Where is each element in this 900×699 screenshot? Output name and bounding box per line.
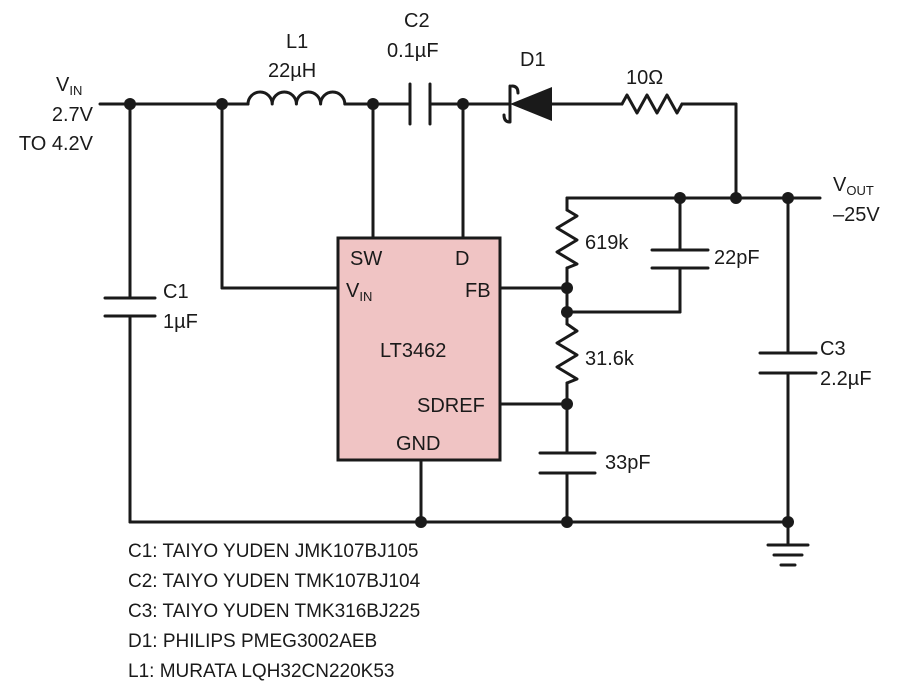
c3-value-label: 2.2µF	[820, 368, 872, 390]
r-series-value-label: 10Ω	[626, 67, 663, 89]
c-ff-value-label: 22pF	[714, 247, 760, 269]
vin-label: VIN	[56, 74, 82, 98]
bom-item: L1: MURATA LQH32CN220K53	[128, 661, 394, 682]
c3-ref-label: C3	[820, 338, 846, 360]
resistor-31-6k-symbol	[555, 322, 579, 385]
ic-body	[336, 236, 502, 462]
bom-item: C2: TAIYO YUDEN TMK107BJ104	[128, 571, 421, 592]
labels: VIN 2.7V TO 4.2V L1 22µH C2 0.1µF D1 10Ω…	[19, 10, 880, 474]
l1-value-label: 22µH	[268, 60, 316, 82]
wires	[98, 102, 822, 547]
ic-part-name: LT3462	[380, 340, 446, 362]
r-top-value-label: 619k	[585, 232, 629, 254]
c1-value-label: 1µF	[163, 311, 198, 333]
vin-range-min: 2.7V	[52, 104, 94, 126]
vin-range-max: TO 4.2V	[19, 133, 94, 155]
capacitor-c3-symbol	[758, 351, 818, 375]
vout-value-label: –25V	[833, 204, 880, 226]
c2-value-label: 0.1µF	[387, 40, 439, 62]
junction-dots	[124, 98, 794, 528]
bom-item: C3: TAIYO YUDEN TMK316BJ225	[128, 601, 420, 622]
inductor-l1-symbol	[246, 90, 347, 106]
c-ref-value-label: 33pF	[605, 452, 651, 474]
bom-item: D1: PHILIPS PMEG3002AEB	[128, 631, 377, 652]
resistor-10ohm-symbol	[620, 93, 684, 115]
d1-ref-label: D1	[520, 49, 546, 71]
l1-ref-label: L1	[286, 31, 308, 53]
ic-pin-sdref: SDREF	[417, 395, 485, 417]
capacitor-33pf-symbol	[538, 451, 597, 475]
capacitor-c1-symbol	[103, 296, 157, 318]
capacitor-c2-symbol	[408, 82, 432, 126]
resistor-619k-symbol	[555, 208, 579, 270]
schottky-diode-d1-symbol	[502, 84, 552, 124]
ic-lt3462: SW D VIN FB LT3462 SDREF GND	[336, 236, 502, 462]
bom-list: C1: TAIYO YUDEN JMK107BJ105 C2: TAIYO YU…	[128, 541, 421, 682]
capacitor-22pf-symbol	[650, 248, 710, 270]
c2-ref-label: C2	[404, 10, 430, 32]
bom-item: C1: TAIYO YUDEN JMK107BJ105	[128, 541, 418, 562]
ic-pin-vin: VIN	[346, 280, 372, 304]
ic-pin-sw: SW	[350, 248, 382, 270]
ic-pin-fb: FB	[465, 280, 491, 302]
c1-ref-label: C1	[163, 281, 189, 303]
ic-pin-gnd: GND	[396, 433, 440, 455]
vout-label: VOUT	[833, 174, 874, 198]
ic-pin-d: D	[455, 248, 469, 270]
r-bottom-value-label: 31.6k	[585, 348, 635, 370]
ground-symbol	[766, 543, 810, 567]
